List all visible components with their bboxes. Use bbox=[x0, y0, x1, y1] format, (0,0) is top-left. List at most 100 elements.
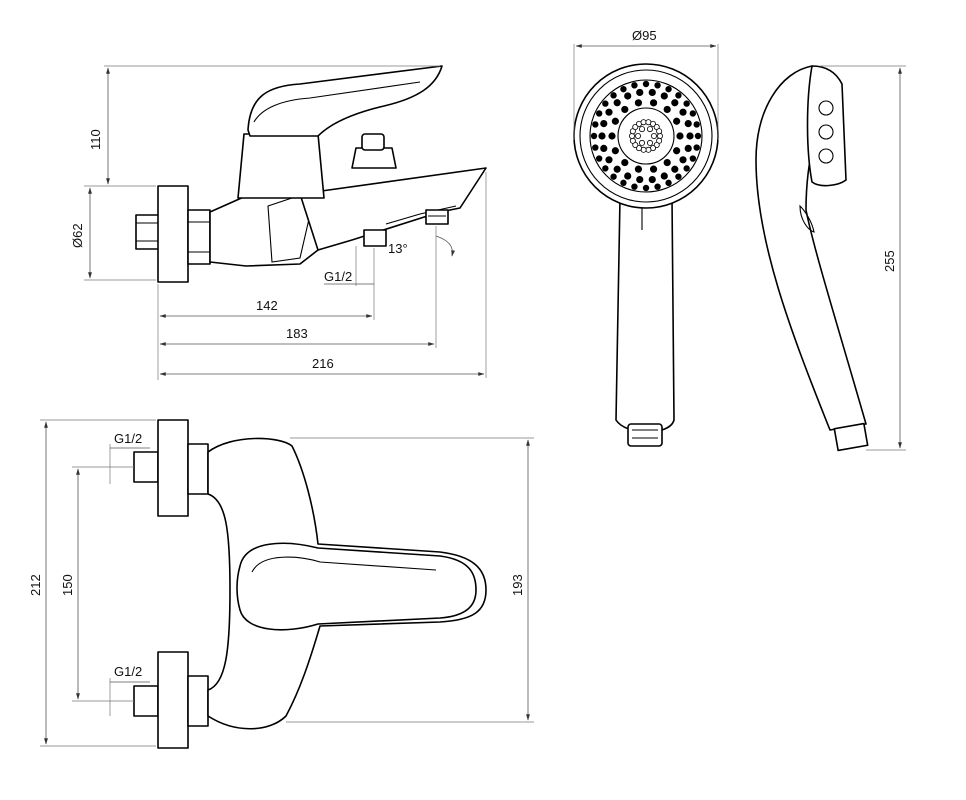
nozzle bbox=[665, 179, 672, 187]
nozzle bbox=[629, 132, 636, 139]
nozzle bbox=[605, 108, 613, 116]
nozzle bbox=[602, 100, 609, 107]
shower-head-front-view: Ø95 bbox=[573, 28, 719, 447]
nozzle bbox=[602, 165, 609, 172]
nozzle bbox=[636, 175, 644, 184]
depth-142: 142 bbox=[256, 298, 278, 313]
lever-handle bbox=[247, 65, 443, 137]
nozzle bbox=[636, 145, 643, 152]
nozzle bbox=[598, 132, 606, 140]
shower-hose-thread-side bbox=[833, 422, 869, 452]
bottom-connector-nut bbox=[133, 685, 159, 717]
nozzle bbox=[671, 165, 679, 173]
nozzle bbox=[624, 92, 632, 100]
nozzle bbox=[634, 99, 643, 107]
nozzle bbox=[605, 156, 613, 164]
nozzle bbox=[595, 110, 603, 117]
nozzle bbox=[673, 117, 681, 125]
nozzle bbox=[595, 155, 603, 162]
nozzle bbox=[632, 124, 639, 131]
diverter-knob bbox=[351, 147, 397, 169]
nozzle bbox=[648, 88, 656, 97]
nozzle bbox=[665, 85, 672, 93]
nozzle bbox=[648, 175, 656, 184]
nozzle bbox=[645, 146, 652, 153]
nozzle bbox=[684, 144, 692, 152]
nozzle bbox=[610, 173, 617, 180]
nozzle bbox=[620, 179, 627, 187]
bottom-thread-label: G1/2 bbox=[114, 664, 142, 679]
nozzle bbox=[610, 92, 617, 99]
overall-width-dimension: 212 bbox=[28, 574, 43, 596]
nozzle bbox=[694, 132, 702, 140]
nozzle bbox=[592, 144, 599, 151]
shower-head-side-view: 255 bbox=[755, 65, 906, 452]
nozzle bbox=[640, 119, 647, 126]
nozzle bbox=[631, 82, 638, 89]
flange-diameter-dimension: Ø62 bbox=[70, 223, 85, 248]
nozzle bbox=[611, 147, 619, 155]
shower-nozzles bbox=[590, 80, 702, 192]
nozzle bbox=[689, 110, 697, 117]
nozzle bbox=[620, 85, 627, 93]
nozzle bbox=[671, 99, 679, 107]
nozzle bbox=[611, 117, 619, 125]
shower-length-dimension: 255 bbox=[882, 250, 897, 272]
nozzle bbox=[660, 92, 668, 100]
wall-nut bbox=[135, 214, 161, 250]
mixer-top-view: 212 150 G1/2 G1/2 193 bbox=[28, 419, 534, 749]
nozzle bbox=[660, 172, 668, 180]
nozzle bbox=[679, 108, 687, 116]
nozzle bbox=[693, 121, 700, 128]
nozzle bbox=[613, 165, 621, 173]
nozzle bbox=[673, 147, 681, 155]
outlet-thread-label: G1/2 bbox=[324, 269, 352, 284]
top-connector-nut bbox=[133, 451, 159, 483]
wall-flange bbox=[157, 185, 189, 283]
nozzle bbox=[642, 80, 650, 88]
nozzle bbox=[621, 105, 629, 114]
nozzle bbox=[590, 132, 598, 140]
nozzle bbox=[686, 132, 694, 140]
nozzle bbox=[642, 184, 650, 192]
nozzle bbox=[653, 141, 660, 148]
nozzle bbox=[663, 105, 671, 114]
top-thread-label: G1/2 bbox=[114, 431, 142, 446]
nozzle bbox=[649, 99, 658, 107]
nozzle bbox=[654, 183, 661, 190]
nozzle bbox=[651, 132, 658, 139]
bottom-flange bbox=[157, 651, 189, 749]
nozzle bbox=[683, 165, 690, 172]
nozzle bbox=[629, 137, 636, 144]
lever-top bbox=[236, 542, 477, 631]
nozzle bbox=[647, 126, 654, 133]
nozzle bbox=[624, 172, 632, 180]
nozzle bbox=[676, 132, 684, 140]
nozzle bbox=[613, 99, 621, 107]
nozzle bbox=[634, 165, 643, 173]
centres-dimension: 150 bbox=[60, 574, 75, 596]
top-flange bbox=[157, 419, 189, 517]
depth-183: 183 bbox=[286, 326, 308, 341]
nozzle bbox=[649, 165, 658, 173]
nozzle bbox=[684, 120, 692, 128]
nozzle bbox=[657, 132, 664, 139]
aerator bbox=[425, 209, 449, 225]
nozzle bbox=[656, 128, 663, 135]
projection-dimension: 193 bbox=[510, 574, 525, 596]
nozzle bbox=[636, 88, 644, 97]
shower-diameter-dimension: Ø95 bbox=[632, 28, 657, 43]
shower-head-side bbox=[806, 65, 847, 187]
shower-hose-thread-front bbox=[627, 423, 663, 447]
nozzle bbox=[639, 139, 646, 146]
nozzle bbox=[650, 120, 657, 127]
nozzle bbox=[663, 158, 671, 167]
spout bbox=[299, 167, 487, 251]
outlet-thread bbox=[363, 229, 387, 247]
bottom-eccentric bbox=[187, 675, 209, 727]
nozzle bbox=[683, 100, 690, 107]
nozzle bbox=[647, 139, 654, 146]
nozzle bbox=[635, 132, 642, 139]
nozzle bbox=[675, 92, 682, 99]
